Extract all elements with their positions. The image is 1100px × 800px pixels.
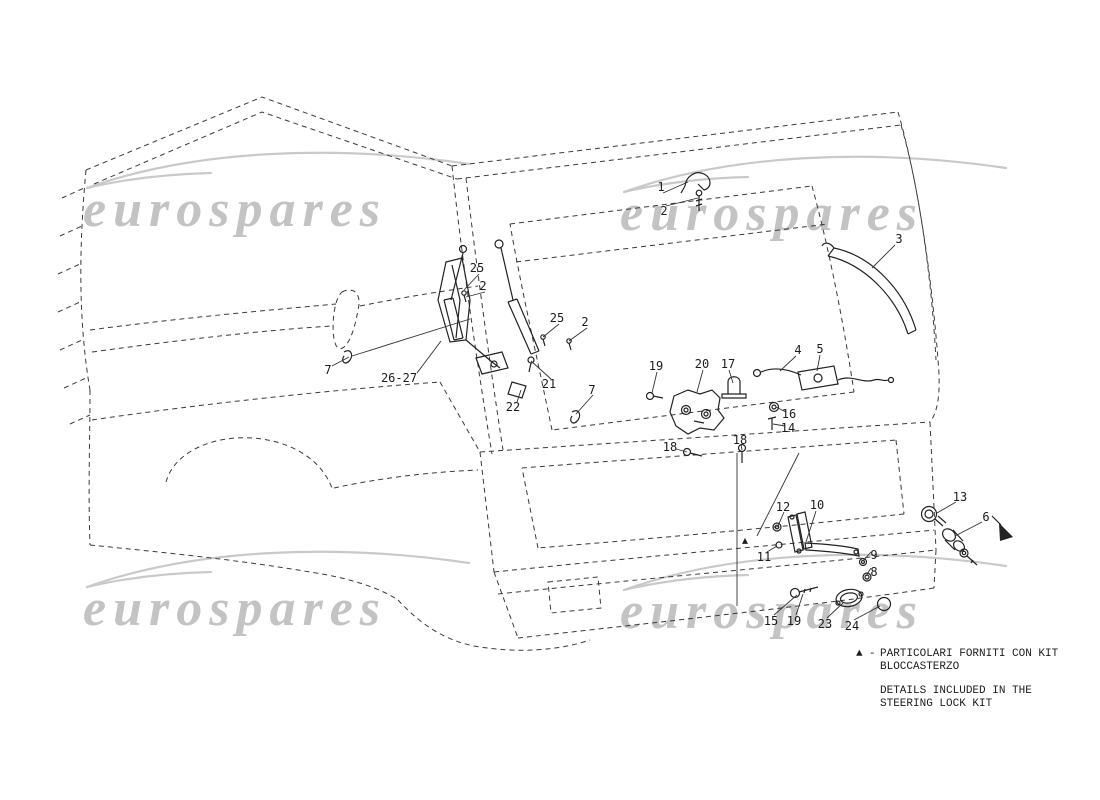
kit-arrow-icon bbox=[991, 515, 1013, 541]
legend-english-line1: DETAILS INCLUDED IN THE bbox=[880, 685, 1032, 697]
legend-italian: ▲ - PARTICOLARI FORNITI CON KIT BLOCCAST… bbox=[856, 648, 1058, 674]
tailgate-outline bbox=[451, 111, 940, 455]
legend: ▲ - PARTICOLARI FORNITI CON KIT BLOCCAST… bbox=[856, 648, 1058, 711]
weatherstrip-part bbox=[821, 242, 917, 335]
legend-english-line2: STEERING LOCK KIT bbox=[880, 698, 993, 710]
rear-panel-outline bbox=[479, 421, 937, 639]
hinge-and-struts bbox=[342, 239, 581, 424]
lock-parts bbox=[645, 365, 895, 463]
leader-lines bbox=[331, 181, 983, 621]
legend-separator: - bbox=[869, 648, 876, 660]
hook-part bbox=[680, 172, 711, 211]
legend-english: DETAILS INCLUDED IN THE STEERING LOCK KI… bbox=[880, 685, 1058, 711]
legend-italian-line2: BLOCCASTERZO bbox=[880, 661, 960, 673]
lock-cylinder-parts bbox=[920, 505, 978, 566]
car-body-outline bbox=[57, 96, 591, 651]
kit-marker-icon: ▲ bbox=[856, 648, 863, 660]
legend-italian-line1: PARTICOLARI FORNITI CON KIT bbox=[880, 648, 1059, 660]
